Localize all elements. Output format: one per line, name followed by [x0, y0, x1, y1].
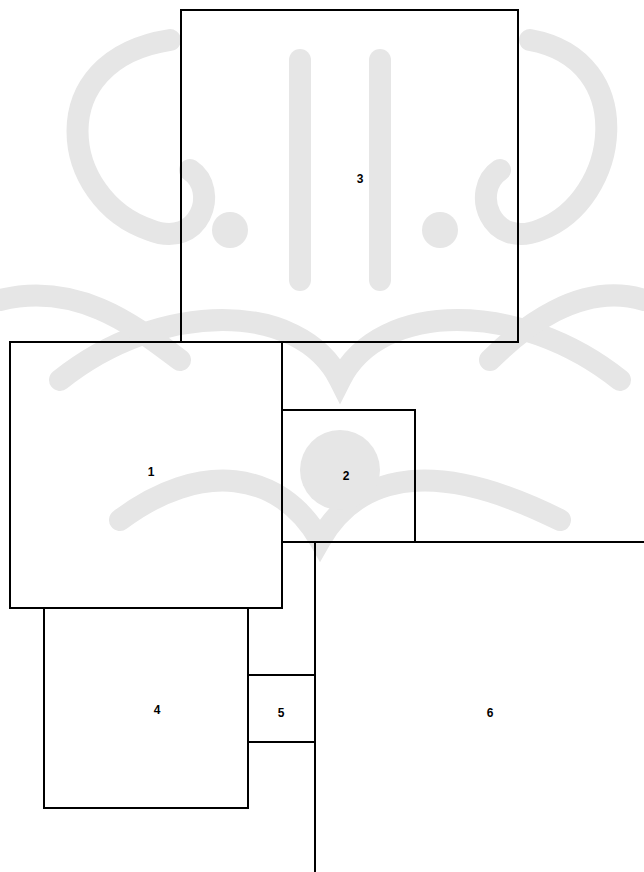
numbered-box: 4	[43, 607, 249, 809]
numbered-box: 5	[247, 674, 316, 743]
box-number: 3	[357, 173, 364, 185]
numbered-box: 6	[314, 541, 644, 872]
box-number: 4	[154, 704, 161, 716]
box-number: 2	[343, 470, 350, 482]
box-number: 6	[487, 707, 494, 719]
box-number: 5	[278, 707, 285, 719]
numbered-box: 1	[9, 341, 283, 609]
numbered-box: 2	[281, 409, 416, 543]
box-number: 1	[148, 466, 155, 478]
numbered-box: 3	[180, 9, 519, 343]
